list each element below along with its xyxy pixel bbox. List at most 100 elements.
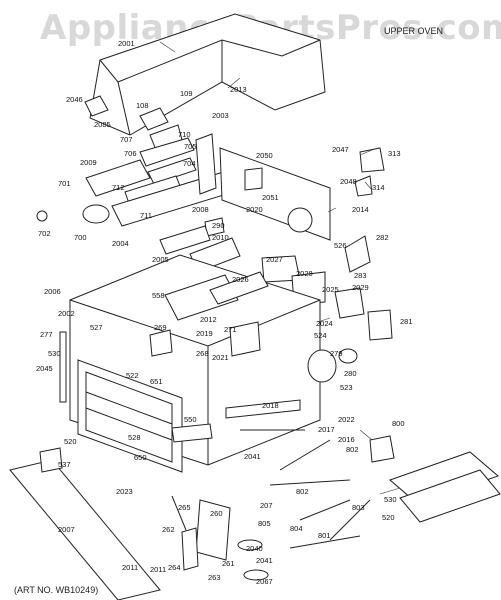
part-label: 283 (354, 271, 367, 280)
part-label: 2041 (244, 452, 261, 461)
part-label: 705 (184, 142, 197, 151)
part-label: 520 (382, 513, 395, 522)
part-labels: 2001 2013 2046 2085 108 109 707 710 705 706 704 200… (36, 39, 413, 586)
part-label: 700 (74, 233, 87, 242)
part-label: 2011 (150, 565, 166, 574)
part-label: 2016 (338, 435, 355, 444)
part-label: 2008 (192, 205, 209, 214)
part-label: 262 (162, 525, 175, 534)
part-label: 711 (140, 211, 152, 220)
part-label: 207 (260, 501, 273, 510)
part-label: 523 (340, 383, 353, 392)
part-label: 2002 (58, 309, 75, 318)
part-label: 279 (330, 349, 343, 358)
part-label: 527 (90, 323, 103, 332)
part-label: 2045 (36, 364, 53, 373)
part-label: 2027 (266, 255, 283, 264)
part-label: 2028 (296, 269, 313, 278)
top-cover-drawing (89, 13, 326, 136)
part-label: 2048 (340, 177, 357, 186)
part-label: 2001 (118, 39, 135, 48)
part-label: 550 (184, 415, 197, 424)
art-number: (ART NO. WB10249) (14, 585, 99, 595)
part-label: 2024 (316, 319, 333, 328)
part-label: 2020 (246, 205, 263, 214)
part-label: 520 (64, 437, 77, 446)
part-label: 2004 (112, 239, 129, 248)
part-label: 2040 (246, 544, 263, 553)
part-label: 2010 (212, 233, 229, 242)
part-label: 801 (318, 531, 331, 540)
part-label: 704 (183, 159, 196, 168)
part-label: 522 (126, 371, 139, 380)
part-label: 802 (296, 487, 309, 496)
part-label: 2017 (318, 425, 335, 434)
part-label: 2046 (66, 95, 83, 104)
part-label: 265 (178, 503, 191, 512)
part-label: 2026 (232, 275, 249, 284)
part-label: 2006 (44, 287, 61, 296)
part-label: 269 (154, 323, 167, 332)
part-label: 707 (120, 135, 133, 144)
part-label: 260 (210, 509, 223, 518)
part-label: 800 (392, 419, 405, 428)
part-label: 2025 (322, 285, 339, 294)
part-label: 802 (346, 445, 359, 454)
part-label: 558 (152, 291, 165, 300)
upper-parts-drawing (36, 95, 385, 319)
part-label: 651 (150, 377, 163, 386)
part-label: 2009 (80, 158, 97, 167)
part-label: 280 (344, 369, 357, 378)
leader-lines (159, 41, 401, 495)
part-label: 109 (180, 89, 193, 98)
part-label: 2085 (94, 120, 111, 129)
part-label: 2013 (230, 85, 247, 94)
part-label: 2014 (352, 205, 369, 214)
part-label: 2050 (256, 151, 273, 160)
oven-body-drawing (59, 254, 393, 473)
part-label: 261 (222, 559, 235, 568)
part-label: 530 (384, 495, 397, 504)
part-label: 271 (224, 325, 237, 334)
part-label: 2022 (338, 415, 355, 424)
part-label: 2051 (262, 193, 279, 202)
part-label: 108 (136, 101, 149, 110)
part-label: 2041 (256, 556, 273, 565)
part-label: 702 (38, 229, 51, 238)
part-label: 2003 (212, 111, 229, 120)
part-label: 530 (48, 349, 61, 358)
part-label: 264 (168, 563, 181, 572)
part-label: 537 (58, 460, 71, 469)
part-label: 268 (196, 349, 209, 358)
part-label: 804 (290, 524, 303, 533)
part-label: 314 (372, 183, 385, 192)
part-label: 803 (352, 503, 365, 512)
part-label: 710 (178, 130, 191, 139)
part-label: 528 (128, 433, 141, 442)
part-label: 277 (40, 330, 53, 339)
part-label: 282 (376, 233, 389, 242)
part-label: 2029 (352, 283, 369, 292)
part-label: 2011 (122, 563, 138, 572)
part-label: 2023 (116, 487, 133, 496)
part-label: 712 (112, 183, 125, 192)
part-label: 2067 (256, 577, 273, 586)
part-label: 2005 (152, 255, 169, 264)
part-label: 2012 (200, 315, 217, 324)
part-label: 2019 (196, 329, 213, 338)
part-label: 281 (400, 317, 413, 326)
part-label: 524 (314, 331, 327, 340)
diagram-header: UPPER OVEN (384, 26, 444, 36)
part-label: 290 (212, 221, 225, 230)
part-label: 263 (208, 573, 221, 582)
part-label: 2007 (58, 525, 75, 534)
part-label: 2021 (212, 353, 229, 362)
part-label: 2047 (332, 145, 349, 154)
part-label: 701 (58, 179, 71, 188)
part-label: 650 (134, 453, 147, 462)
part-label: 313 (388, 149, 401, 158)
part-label: 805 (258, 519, 271, 528)
part-label: 706 (124, 149, 137, 158)
